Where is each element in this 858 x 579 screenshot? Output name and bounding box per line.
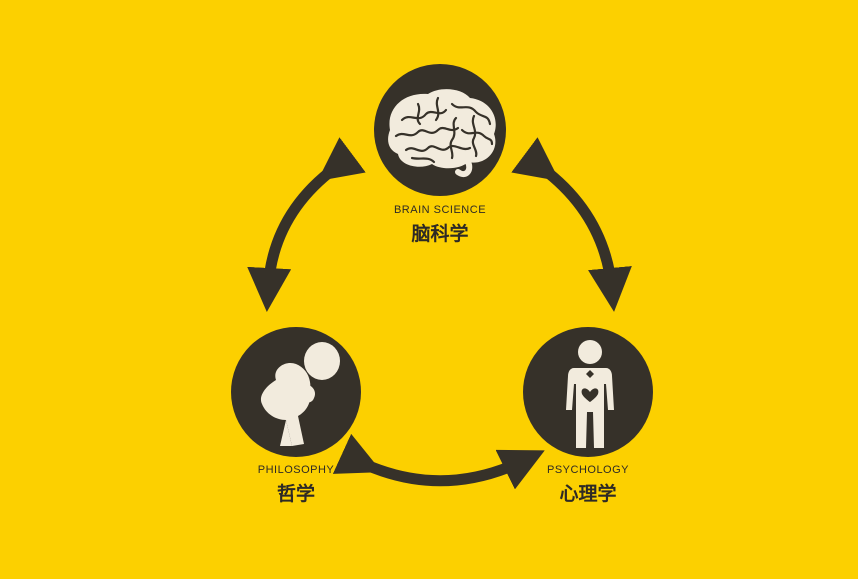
philosophy-label-en: PHILOSOPHY — [257, 464, 335, 476]
thinking-figure-icon — [260, 342, 340, 446]
brain-icon — [388, 89, 496, 178]
arrow-philosophy-psychology — [332, 433, 545, 490]
arrow-brain-philosophy — [247, 137, 366, 312]
brain-node — [374, 64, 506, 196]
arrow-brain-psychology — [511, 137, 632, 312]
philosophy-label-zh: 哲学 — [276, 483, 315, 505]
psychology-label-en: PSYCHOLOGY — [546, 464, 630, 476]
psychology-label-zh: 心理学 — [559, 483, 617, 505]
brain-science-label-en: BRAIN SCIENCE — [393, 204, 487, 216]
man-with-heart-icon — [566, 340, 614, 448]
philosophy-node — [231, 327, 361, 457]
psychology-node — [523, 327, 653, 457]
brain-science-label-zh: 脑科学 — [411, 223, 469, 245]
